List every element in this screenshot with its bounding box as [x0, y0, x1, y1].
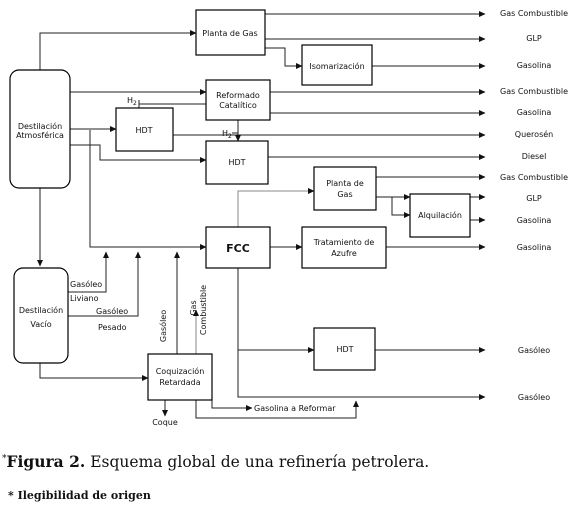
flow-lines [37, 11, 486, 419]
stream-label: Gas [189, 300, 198, 315]
unit-label: HDT [336, 345, 353, 354]
output-labels: Gas Combustible GLP Gasolina Gas Combust… [500, 9, 568, 402]
stream-label: Gasóleo [158, 310, 168, 342]
unit-isomerizacion: Isomarización [301, 44, 373, 86]
stream-labels: H2 H2 Gasóleo Liviano Gasóleo Pesado Gas… [70, 96, 336, 427]
stream-label: Coque [152, 418, 178, 427]
unit-label: Planta de Gas [202, 29, 257, 38]
unit-label: Vacío [30, 320, 51, 329]
footnote: * Ilegibilidad de origen [8, 489, 151, 502]
unit-label: Alquilación [418, 210, 462, 220]
unit-label: Coquización [156, 366, 205, 376]
unit-label: Atmosférica [16, 130, 64, 140]
stream-label: Gasolina a Reformar [254, 404, 336, 413]
unit-reformado-catalitico: Reformado Catalítico [205, 79, 271, 121]
unit-label: Reformado [216, 91, 260, 100]
output-label: Gas Combustible [500, 87, 568, 96]
output-label: Gasóleo [518, 392, 550, 402]
caption-marker: * [2, 454, 7, 464]
unit-hdt-3: HDT [313, 327, 376, 371]
unit-label: FCC [226, 242, 250, 255]
output-label: GLP [526, 34, 542, 43]
unit-label: Destilación [19, 305, 63, 315]
unit-label: Catalítico [219, 101, 257, 110]
output-label: Gasolina [517, 108, 552, 117]
unit-label: Planta de [326, 179, 364, 188]
output-label: Gas Combustible [500, 173, 568, 182]
stream-label: Gasóleo [70, 279, 102, 289]
unit-label: Isomarización [309, 61, 364, 71]
stream-label: Pesado [98, 323, 127, 332]
unit-fcc: FCC [205, 226, 271, 269]
output-label: Gasolina [517, 243, 552, 252]
unit-alquilacion: Alquilación [409, 193, 471, 238]
unit-destilacion-vacio: Destilación Vacío [13, 267, 69, 364]
unit-label: Destilación [18, 121, 62, 131]
unit-label: Gas [337, 190, 352, 199]
unit-coquizacion-retardada: Coquización Retardada [147, 353, 213, 401]
unit-tratamiento-azufre: Tratamiento de Azufre [301, 226, 387, 269]
unit-label: Azufre [331, 249, 357, 258]
unit-planta-de-gas-2: Planta de Gas [313, 166, 377, 211]
unit-destilacion-atmosferica: Destilación Atmosférica [9, 69, 71, 189]
stream-label: Gasóleo [96, 306, 128, 316]
unit-hdt-1: HDT [115, 107, 174, 152]
output-label: Gas Combustible [500, 9, 568, 18]
h2-label: H2 [222, 129, 232, 140]
unit-label: HDT [135, 126, 152, 135]
output-label: Querosén [515, 129, 553, 139]
output-label: GLP [526, 194, 542, 203]
figure-label: Figura 2. [6, 452, 86, 471]
unit-planta-de-gas: Planta de Gas [195, 9, 266, 56]
unit-label: Tratamiento de [313, 238, 375, 247]
unit-label: HDT [228, 158, 245, 167]
unit-hdt-2: HDT [205, 140, 269, 185]
figure-caption: *Figura 2. Esquema global de una refiner… [2, 452, 429, 471]
output-label: Gasolina [517, 61, 552, 70]
output-label: Diesel [522, 152, 547, 161]
stream-label: Combustible [199, 285, 208, 335]
output-label: Gasóleo [518, 345, 550, 355]
stream-label: Liviano [70, 294, 99, 303]
h2-label: H2 [127, 96, 137, 107]
unit-label: Retardada [159, 378, 200, 387]
refinery-flow-diagram: Destilación Atmosférica Destilación Vací… [9, 9, 568, 427]
output-label: Gasolina [517, 216, 552, 225]
caption-text: Esquema global de una refinería petroler… [85, 453, 430, 471]
